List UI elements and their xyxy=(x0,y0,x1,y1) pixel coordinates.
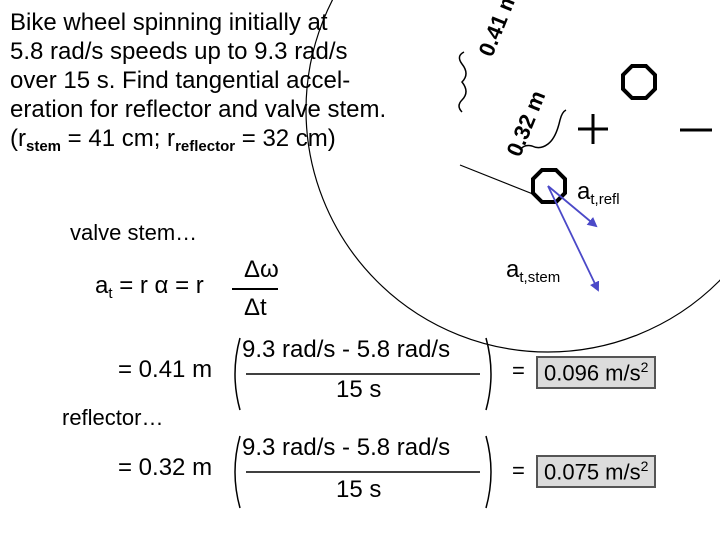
formula-frac-num: Δω xyxy=(244,256,279,283)
valve-eq-prefix: = 0.41 m xyxy=(118,356,213,383)
subscript-stem: stem xyxy=(25,138,62,155)
problem-statement: Bike wheel spinning initially at 5.8 rad… xyxy=(10,8,470,156)
formula-lhs-sub: t xyxy=(108,285,113,302)
problem-line-5: (rstem = 41 cm; rreflector = 32 cm) xyxy=(10,124,470,156)
valve-result-sup: 2 xyxy=(640,359,649,375)
valve-result-value: 0.096 m/s xyxy=(544,360,641,386)
reflector-result-value: 0.075 m/s xyxy=(544,459,641,485)
a-refl-label: at,refl xyxy=(577,178,620,208)
valve-stem-icon xyxy=(621,64,657,100)
a-stem-vector xyxy=(547,185,600,292)
formula-lhs: a xyxy=(95,272,109,299)
wheel-rim xyxy=(305,0,720,353)
brace-0-32 xyxy=(519,109,567,151)
reflector-eq-num: 9.3 rad/s - 5.8 rad/s xyxy=(242,434,451,461)
radius-label-0-41: 0.41 m xyxy=(473,0,522,60)
formula-frac-den: Δt xyxy=(244,294,267,321)
valve-eq-num: 9.3 rad/s - 5.8 rad/s xyxy=(242,336,451,363)
problem-line-4: eration for reflector and valve stem. xyxy=(10,96,387,123)
a-stem-main: a xyxy=(506,256,520,283)
valve-eq-parens xyxy=(234,337,492,411)
reflector-result-sup: 2 xyxy=(640,458,649,474)
reflector-eq-den: 15 s xyxy=(336,476,382,503)
line5-mid: = 41 cm; r xyxy=(61,125,176,152)
subscript-reflector: reflector xyxy=(175,138,236,155)
problem-line-2: 5.8 rad/s speeds up to 9.3 rad/s xyxy=(10,38,348,65)
formula-rhs: = r α = r xyxy=(119,272,204,299)
reflector-eq-parens xyxy=(234,435,492,509)
formula-frac-bar xyxy=(232,288,278,290)
a-refl-sub: t,refl xyxy=(590,191,620,208)
a-refl-main: a xyxy=(577,178,591,205)
problem-line-3: over 15 s. Find tangential accel- xyxy=(10,67,351,94)
a-refl-vector xyxy=(547,185,598,228)
valve-result-equals: = xyxy=(512,358,525,383)
valve-result-box: 0.096 m/s2 xyxy=(536,356,657,390)
valve-eq-den: 15 s xyxy=(336,376,382,403)
reflector-eq-prefix: = 0.32 m xyxy=(118,454,213,481)
radius-label-0-32: 0.32 m xyxy=(501,87,550,160)
valve-stem-heading: valve stem… xyxy=(70,220,198,245)
reflector-result-equals: = xyxy=(512,458,525,483)
reflector-heading: reflector… xyxy=(62,405,164,430)
line5-open: (r xyxy=(10,125,26,152)
line5-end: = 32 cm) xyxy=(235,125,336,152)
a-stem-sub: t,stem xyxy=(519,269,561,286)
tangential-formula: at = r α = r xyxy=(95,272,204,302)
reflector-result-box: 0.075 m/s2 xyxy=(536,455,657,489)
problem-line-1: Bike wheel spinning initially at xyxy=(10,9,328,36)
a-stem-label: at,stem xyxy=(506,256,561,286)
brace-0-41 xyxy=(458,51,467,113)
